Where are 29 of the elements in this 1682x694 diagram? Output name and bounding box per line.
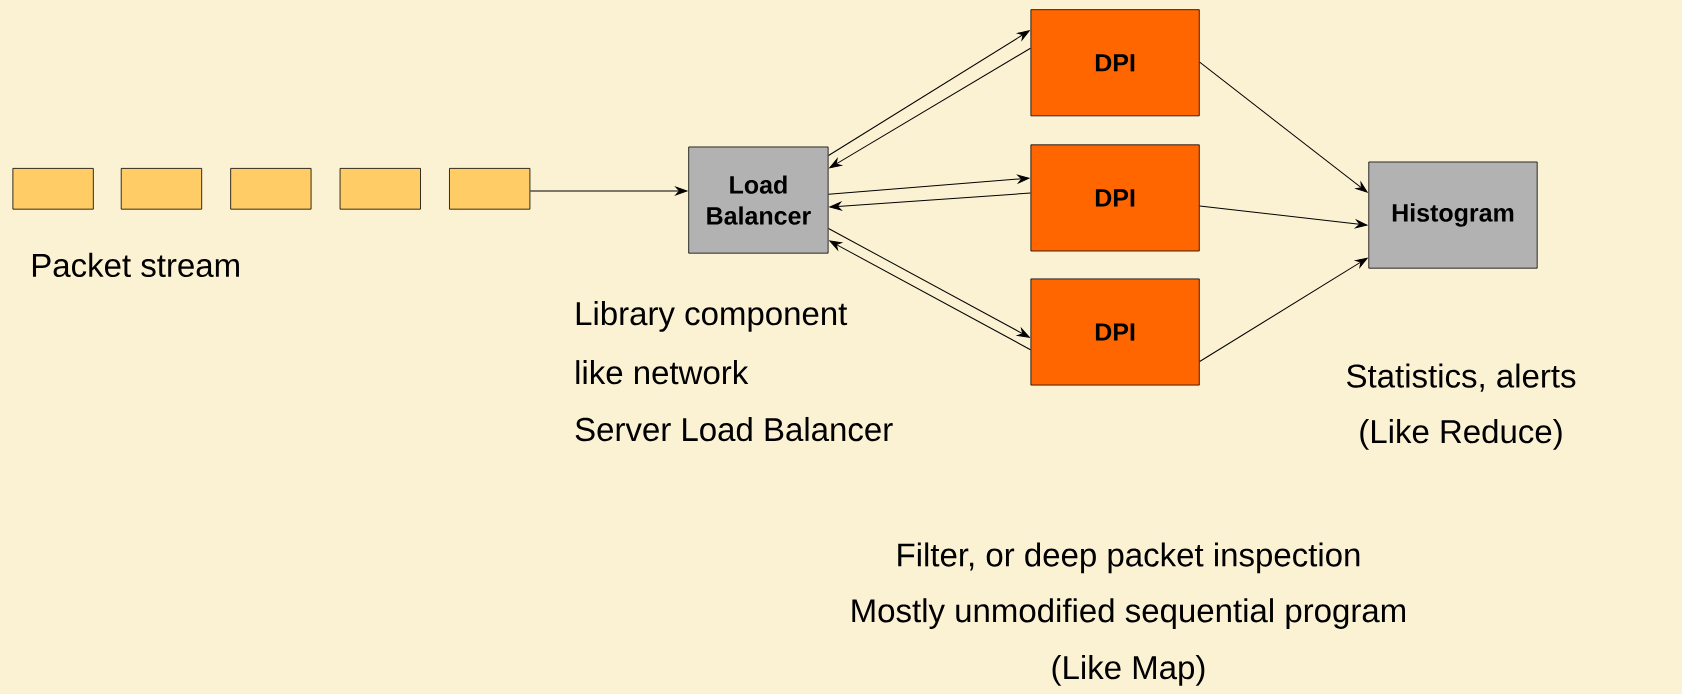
process-box: DPI bbox=[1030, 9, 1200, 117]
arrow bbox=[828, 227, 1030, 338]
arrow bbox=[529, 186, 688, 196]
process-box: Load Balancer bbox=[688, 146, 829, 254]
annotation-text: Packet stream bbox=[32, 252, 239, 278]
annotation-text: (Like Map) bbox=[1052, 655, 1205, 686]
arrow bbox=[829, 240, 1031, 351]
arrow bbox=[1199, 257, 1368, 362]
annotation-text: Library component bbox=[576, 301, 848, 332]
packet-box bbox=[230, 168, 312, 210]
packet-box bbox=[120, 168, 203, 210]
annotation-text: like network bbox=[576, 360, 749, 385]
annotation-text: Statistics, alerts bbox=[1347, 363, 1576, 392]
packet-box bbox=[12, 168, 94, 210]
arrow bbox=[829, 192, 1031, 211]
annotation-text: Server Load Balancer bbox=[575, 416, 893, 442]
process-box: DPI bbox=[1030, 144, 1200, 252]
arrow bbox=[1199, 205, 1368, 229]
process-box: DPI bbox=[1030, 278, 1200, 386]
arrow bbox=[1199, 61, 1368, 193]
arrow bbox=[828, 30, 1030, 157]
process-box: Histogram bbox=[1368, 161, 1538, 269]
annotation-text: Mostly unmodified sequential program bbox=[852, 598, 1405, 629]
annotation-text: Filter, or deep packet inspection bbox=[898, 542, 1360, 574]
annotation-text: (Like Reduce) bbox=[1360, 419, 1562, 450]
arrow bbox=[829, 47, 1031, 169]
arrow bbox=[828, 174, 1030, 195]
packet-box bbox=[339, 168, 421, 210]
packet-box bbox=[449, 168, 531, 210]
